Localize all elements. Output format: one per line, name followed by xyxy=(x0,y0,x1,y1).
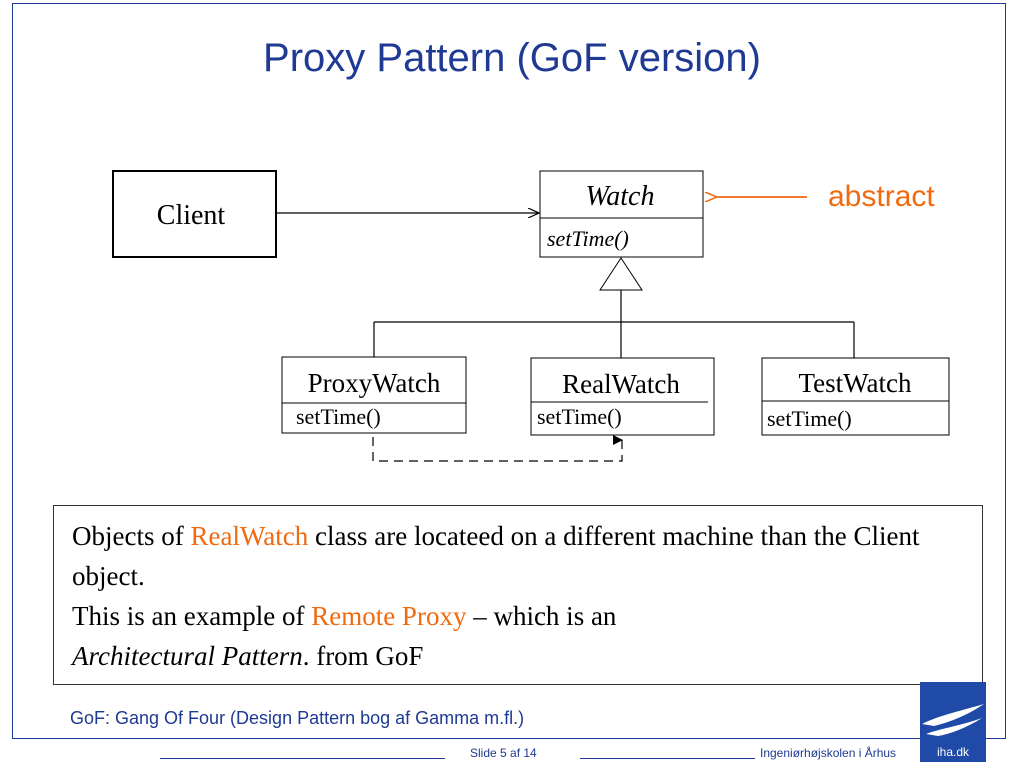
proxywatch-class: ProxyWatch setTime() xyxy=(281,356,467,434)
testwatch-class: TestWatch setTime() xyxy=(761,357,950,436)
watch-method: setTime() xyxy=(547,226,629,251)
note-text: Objects of xyxy=(72,521,191,551)
school-name: Ingeniørhøjskolen i Århus xyxy=(760,746,897,760)
explanation-box: Objects of RealWatch class are locateed … xyxy=(53,505,983,685)
realwatch-method: setTime() xyxy=(537,404,622,429)
proxywatch-method: setTime() xyxy=(296,404,381,429)
client-label: Client xyxy=(157,200,226,231)
realwatch-class-name: RealWatch xyxy=(562,369,680,399)
note-text: This is an example of xyxy=(72,601,312,631)
gof-footnote: GoF: Gang Of Four (Design Pattern bog af… xyxy=(70,708,525,728)
note-italic-architectural-pattern: Architectural Pattern xyxy=(72,641,303,671)
uml-diagram: Client Watch setTime() ProxyWatch setTim… xyxy=(112,170,950,462)
footer-rule-right xyxy=(580,758,755,759)
slide-frame xyxy=(12,3,1006,739)
realwatch-class: RealWatch setTime() xyxy=(530,357,715,436)
proxywatch-class-name: ProxyWatch xyxy=(308,368,441,398)
note-text: . from GoF xyxy=(302,641,424,671)
client-class: Client xyxy=(112,170,277,258)
slide-number: Slide 5 af 14 xyxy=(470,746,537,760)
proxy-delegation-dashed-arrow xyxy=(372,435,623,462)
note-highlight-remote-proxy: Remote Proxy xyxy=(311,601,467,631)
inheritance-tree xyxy=(373,257,855,358)
iha-logo: iha.dk xyxy=(920,682,986,762)
testwatch-class-name: TestWatch xyxy=(799,368,912,398)
testwatch-method: setTime() xyxy=(767,406,852,431)
note-highlight-realwatch: RealWatch xyxy=(190,521,309,551)
note-text: – which is an xyxy=(466,601,617,631)
watch-class: Watch setTime() xyxy=(539,170,704,258)
note-text: class are locateed on a different machin… xyxy=(72,521,920,591)
watch-class-name: Watch xyxy=(586,181,655,212)
footer-rule-left xyxy=(160,758,445,759)
abstract-label: abstract xyxy=(828,180,935,213)
slide-title: Proxy Pattern (GoF version) xyxy=(263,36,761,80)
logo-text: iha.dk xyxy=(937,745,970,759)
